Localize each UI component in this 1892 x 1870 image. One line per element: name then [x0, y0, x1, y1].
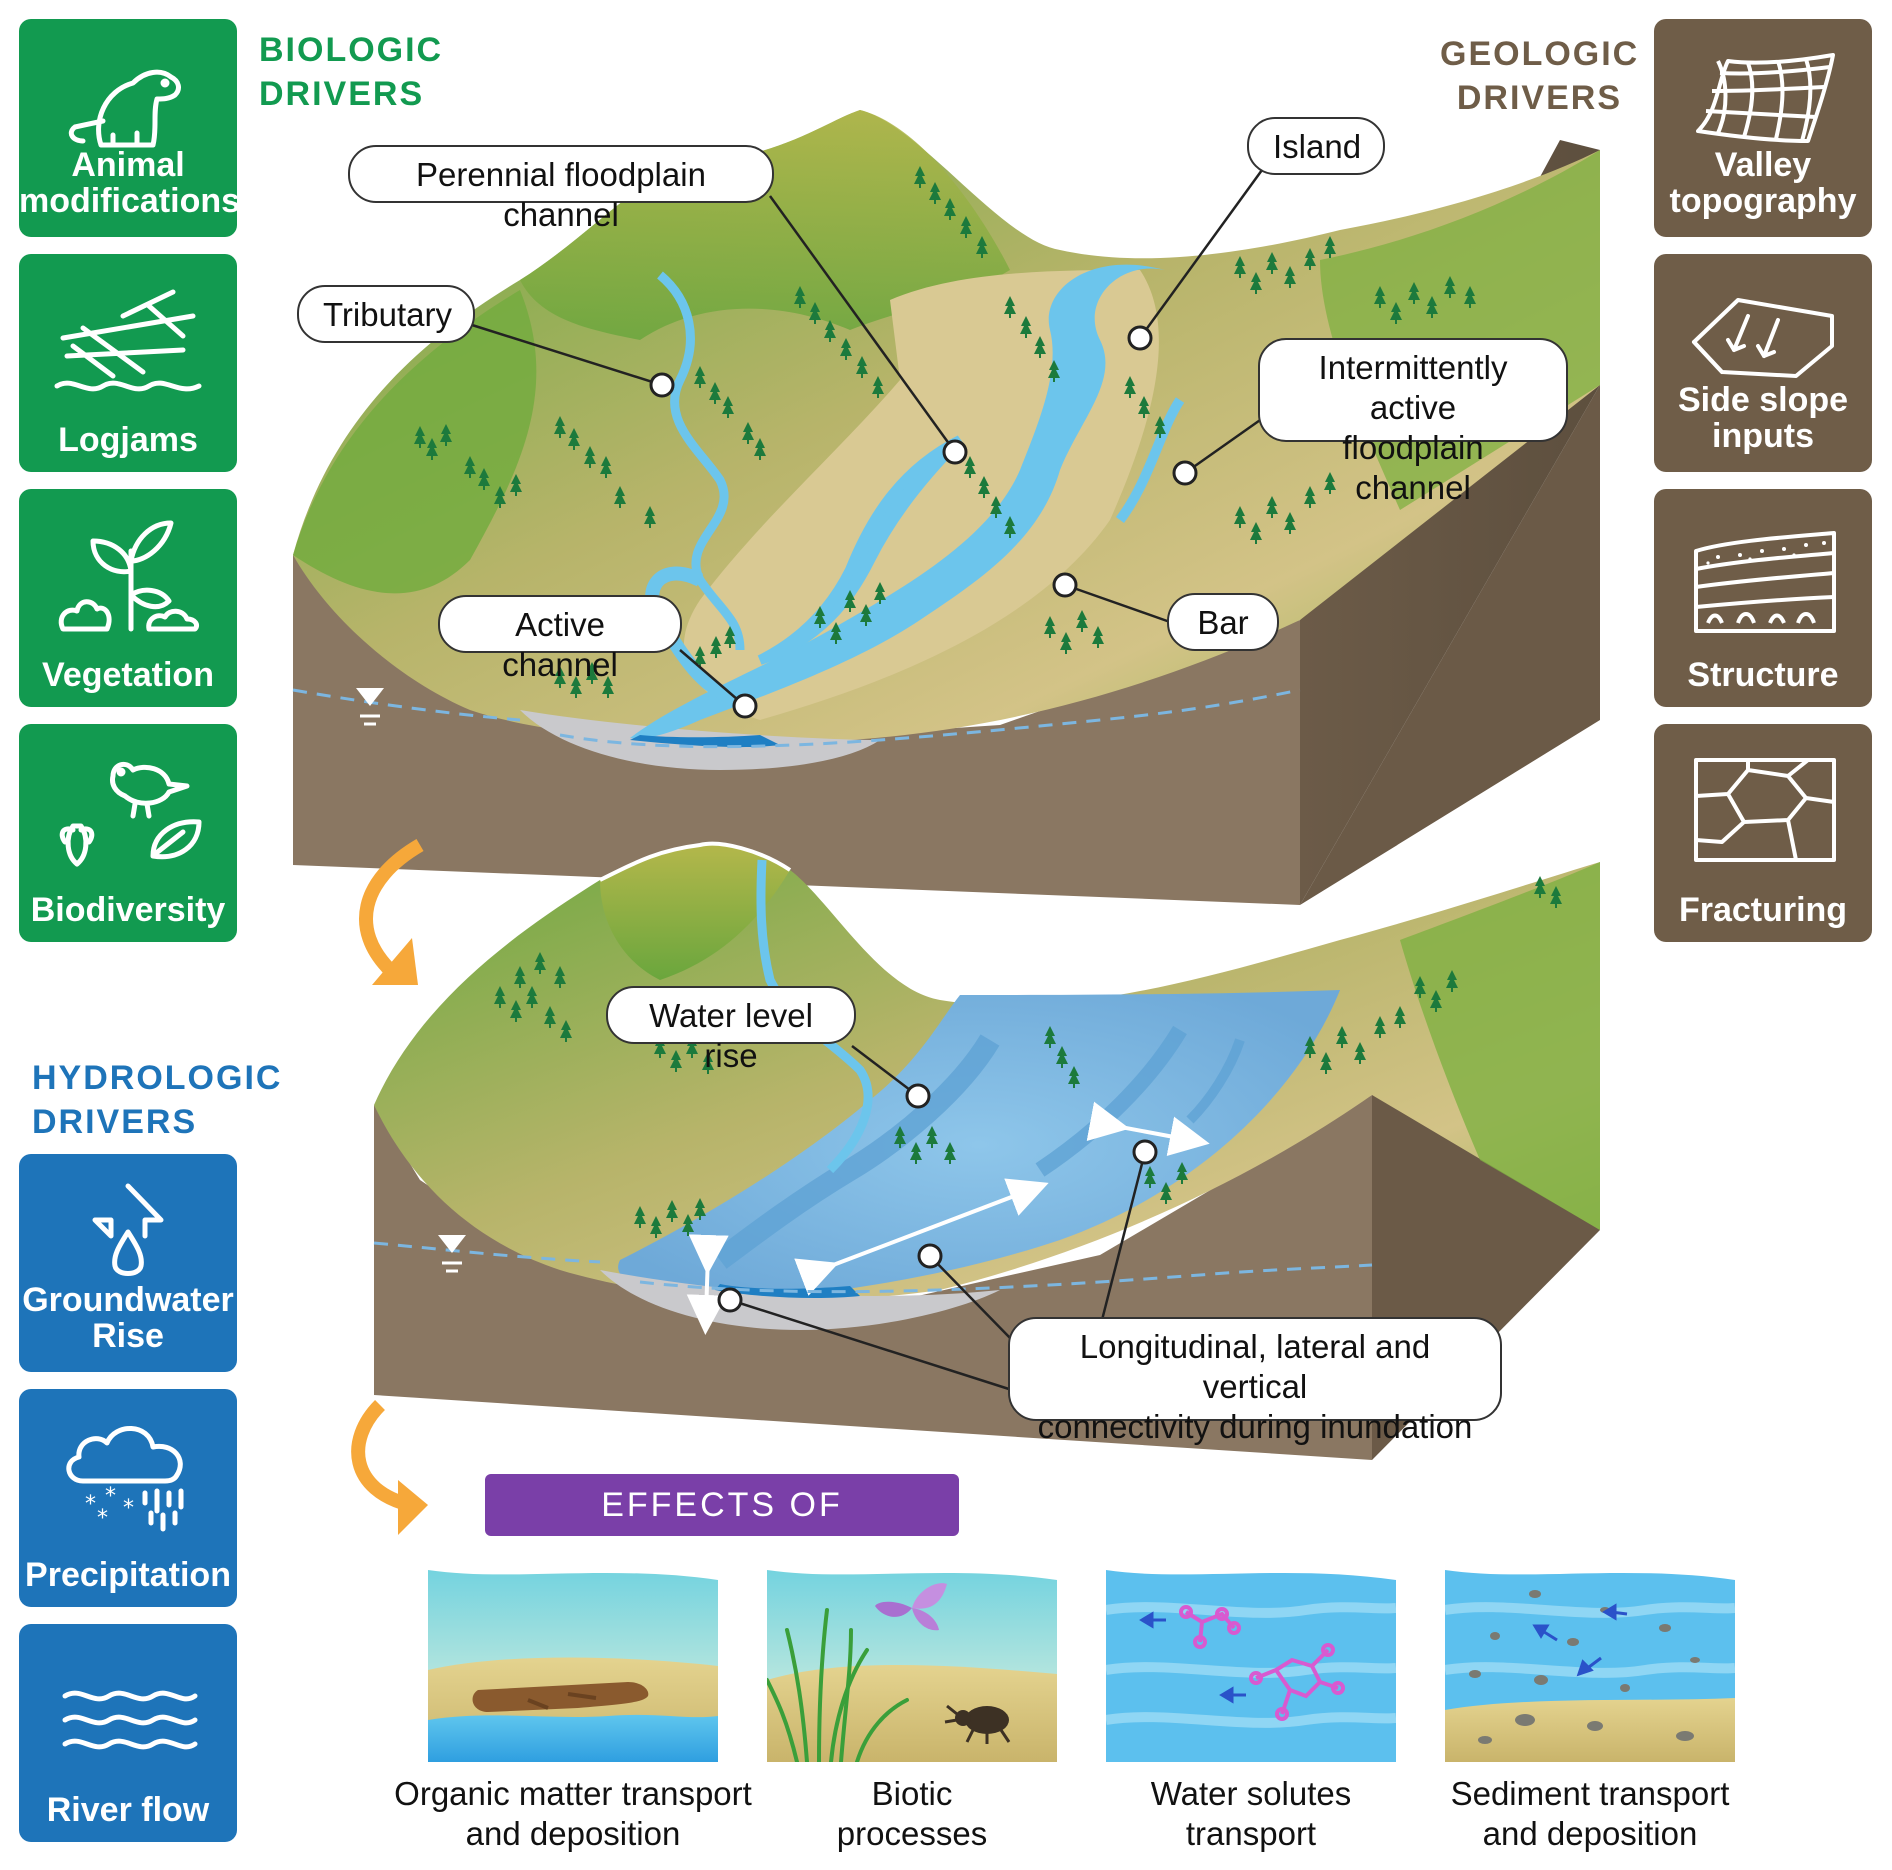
- svg-text:*: *: [105, 1484, 116, 1509]
- bird-insect-leaf-icon: [59, 761, 202, 867]
- svg-text:*: *: [97, 1506, 108, 1531]
- callout-island: Island: [1247, 117, 1385, 175]
- top-tributary: [657, 271, 745, 651]
- effects-of-inundation-title: EFFECTS OF INUNDATION: [485, 1474, 959, 1586]
- slope-arrows-icon: [1692, 298, 1834, 378]
- strata-icon: [1694, 531, 1836, 633]
- plant-icon: [58, 520, 200, 632]
- effect-panel-solutes: [1106, 1570, 1396, 1762]
- effect-caption-solutes: Water solutes transport: [1150, 1775, 1352, 1852]
- flow-arrow-top: [359, 838, 424, 985]
- top-water-table-symbol: [356, 688, 384, 726]
- callout-dots: [649, 325, 1198, 1313]
- card-precipitation: **** Precipitation: [19, 1389, 237, 1607]
- butterfly-icon: [875, 1583, 947, 1631]
- card-label: Structure: [1687, 656, 1839, 694]
- bottom-connectivity-arrows: [686, 1101, 1210, 1335]
- top-block-model: [292, 110, 1600, 905]
- effect-panel-biotic: [767, 1570, 1057, 1762]
- card-label: Animal modifications: [19, 146, 241, 220]
- callout-connectivity: Longitudinal, lateral and vertical conne…: [1008, 1317, 1502, 1445]
- effect-caption-biotic: Biotic processes: [836, 1775, 988, 1852]
- leader-lines: [471, 169, 1264, 1392]
- card-label: Valley topography: [1669, 146, 1857, 220]
- geologic-drivers-heading: GEOLOGIC DRIVERS: [1440, 35, 1640, 117]
- effect-panel-sediment: [1445, 1570, 1735, 1762]
- flow-direction-arrows: [1532, 1603, 1628, 1677]
- topography-grid-icon: [1696, 53, 1835, 143]
- card-label: Logjams: [58, 421, 198, 459]
- card-structure: Structure: [1654, 489, 1872, 707]
- groundwater-arrow-drop-icon: [92, 1183, 164, 1276]
- effect-caption-sediment: Sediment transport and deposition: [1450, 1775, 1730, 1852]
- logjam-icon: [54, 289, 202, 392]
- effect-caption-organic-matter: Organic matter transport and deposition: [394, 1775, 752, 1852]
- top-water-table: [292, 688, 1301, 749]
- top-block-front-face: [293, 555, 1300, 905]
- bottom-water-table: [373, 1241, 1373, 1294]
- card-groundwater-rise: Groundwater Rise: [19, 1154, 237, 1372]
- callout-tributary: Tributary: [297, 285, 475, 343]
- reeds-icon: [767, 1608, 909, 1762]
- waves-icon: [62, 1690, 198, 1750]
- card-fracturing: Fracturing: [1654, 724, 1872, 942]
- card-river-flow: River flow: [19, 1624, 237, 1842]
- card-label: Precipitation: [25, 1556, 231, 1594]
- beaver-icon: [68, 69, 181, 148]
- bottom-block-model: [373, 841, 1600, 1460]
- card-label: Vegetation: [42, 656, 214, 694]
- sediment-particles-icon: [1469, 1590, 1700, 1744]
- bottom-water-table-symbol: [438, 1235, 466, 1273]
- svg-text:*: *: [85, 1492, 96, 1517]
- callout-water-level-rise: Water level rise: [606, 986, 856, 1074]
- card-logjams: Logjams: [19, 254, 237, 472]
- svg-text:*: *: [123, 1496, 134, 1521]
- card-label: Biodiversity: [30, 891, 226, 929]
- card-label: River flow: [46, 1791, 210, 1829]
- solute-molecule-icon: [1179, 1605, 1345, 1721]
- effect-panel-organic-matter: [428, 1570, 718, 1762]
- callout-intermittent-channel: Intermittently active floodplain channel: [1258, 338, 1568, 506]
- card-label: Groundwater Rise: [22, 1281, 234, 1355]
- biologic-drivers-heading: BIOLOGIC DRIVERS: [259, 31, 444, 113]
- callout-perennial-floodplain-channel: Perennial floodplain channel: [348, 145, 774, 233]
- flow-direction-arrows: [1139, 1611, 1246, 1704]
- card-biodiversity: Biodiversity: [19, 724, 237, 942]
- callout-bar: Bar: [1167, 593, 1279, 651]
- beetle-icon: [944, 1704, 1011, 1744]
- callout-active-channel: Active channel: [438, 595, 682, 683]
- log-icon: [472, 1682, 649, 1712]
- card-animal-modifications: Animal modifications: [19, 19, 241, 237]
- cloud-rain-snow-icon: ****: [66, 1426, 184, 1532]
- flow-arrow-bottom: [351, 1400, 428, 1535]
- card-side-slope-inputs: Side slope inputs: [1654, 254, 1872, 472]
- card-vegetation: Vegetation: [19, 489, 237, 707]
- card-label: Fracturing: [1678, 891, 1848, 929]
- card-label: Side slope inputs: [1677, 381, 1849, 455]
- fracture-icon: [1694, 758, 1836, 862]
- hydrologic-drivers-heading: HYDROLOGIC DRIVERS: [32, 1059, 283, 1141]
- card-valley-topography: Valley topography: [1654, 19, 1872, 237]
